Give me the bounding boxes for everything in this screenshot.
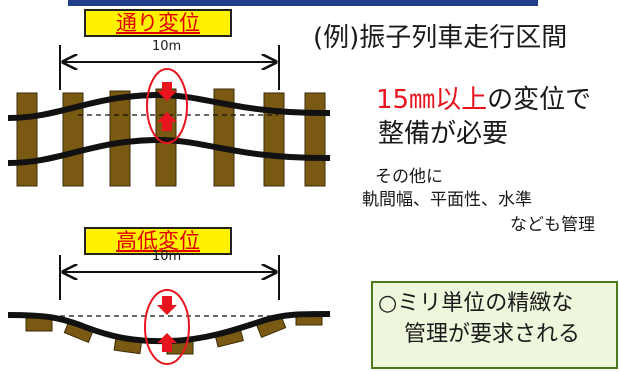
sleeper (213, 88, 235, 187)
arrow-down-icon (157, 82, 177, 101)
rail-upper (7, 91, 331, 121)
sleeper (16, 92, 38, 187)
requirement-line2: 整備が必要 (378, 119, 509, 149)
arrow-up-icon (157, 333, 177, 352)
alignment-span-label: 10m (152, 39, 182, 54)
others-line1: その他に (375, 167, 443, 187)
requirement-line1: 15㎜以上の変位で (376, 85, 592, 116)
sleeper (304, 92, 326, 187)
callout-line1: ○ミリ単位の精緻な (378, 291, 574, 316)
displacement-highlight (146, 68, 188, 144)
callout-line2: 管理が要求される (404, 322, 581, 347)
arrow-down-icon (157, 296, 177, 315)
requirement-rest: の変位で (487, 85, 592, 115)
sleeper (109, 90, 131, 187)
sleeper (263, 92, 285, 187)
requirement-highlight: 15㎜以上 (376, 85, 488, 115)
vertical-diagram (7, 255, 331, 365)
displacement-highlight (144, 289, 190, 365)
others-line3: なども管理 (510, 215, 595, 235)
vertical-label: 高低変位 (84, 227, 232, 255)
top-bar (68, 0, 538, 6)
alignment-label: 通り変位 (84, 9, 232, 37)
rail-lower (7, 136, 331, 166)
vertical-span-label: 10m (152, 249, 182, 264)
sleeper (25, 317, 53, 332)
sleeper (62, 92, 84, 187)
others-line2: 軌間幅、平面性、水準 (362, 190, 532, 210)
example-heading: (例)振子列車走行区間 (313, 23, 568, 53)
arrow-up-icon (157, 112, 177, 131)
callout-box (371, 281, 618, 369)
alignment-diagram (7, 45, 331, 187)
